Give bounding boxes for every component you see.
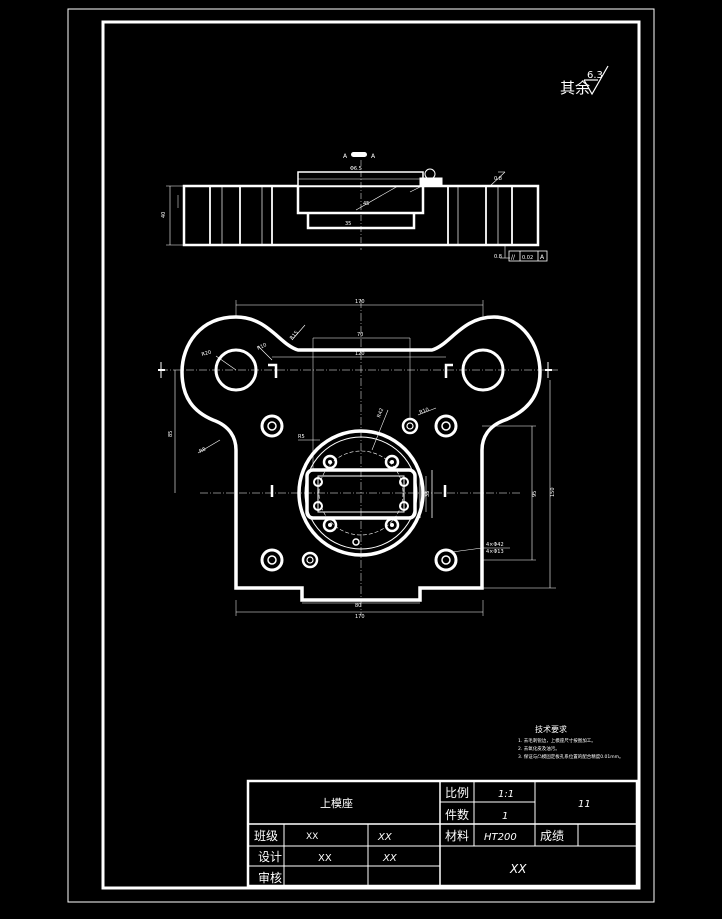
- roughness-mark: 其余 6.3: [560, 65, 609, 97]
- tech-note-1: 1. 去毛刺锐边，上模座尺寸按图加工。: [518, 737, 596, 744]
- dim-fillet: R5: [298, 434, 305, 440]
- dim-radius-top: R15: [289, 330, 300, 341]
- title-block-text: 上模座 比例 1:1 件数 1 11 班级 XX XX 材料 HT200 成绩 …: [254, 786, 591, 885]
- plan-view: [158, 300, 560, 616]
- tech-note-2: 2. 去氧化皮及油污。: [518, 745, 560, 752]
- dim-radius-boss: R10: [419, 407, 430, 416]
- side-view: [166, 160, 548, 262]
- dim-right-outer: 150: [550, 487, 556, 497]
- tolerance-datum: A: [540, 254, 545, 261]
- tolerance-symbol: //: [511, 254, 516, 261]
- class-value-2: XX: [377, 832, 393, 843]
- dim-bottom-inner: 80: [355, 603, 361, 609]
- dim-left-height: 85: [168, 431, 174, 437]
- dim-flatness-text: 0.8: [494, 254, 502, 260]
- design-label: 设计: [258, 850, 282, 864]
- dim-chamfer-text: 45: [363, 201, 369, 207]
- design-value: XX: [318, 853, 332, 864]
- material-label: 材料: [445, 829, 469, 843]
- scale-value: 1:1: [498, 789, 514, 800]
- roughness-label: 其余: [560, 79, 590, 97]
- tech-notes-title: 技术要求: [535, 724, 567, 734]
- dim-depth-text: 35: [345, 221, 351, 227]
- dim-roughness-text: 0.8: [494, 176, 502, 182]
- dim-height-text: 40: [161, 212, 167, 218]
- dim-small-radius: R8: [198, 447, 207, 455]
- grade-label: 成绩: [540, 829, 564, 843]
- section-label-left: A: [343, 153, 348, 160]
- section-label-right: A: [371, 153, 376, 160]
- outer-border: [67, 8, 655, 903]
- dim-center: 35: [425, 491, 431, 497]
- tolerance-value: 0.02: [522, 255, 533, 261]
- class-value: XX: [306, 832, 318, 842]
- design-value-2: XX: [382, 853, 398, 864]
- drawing-number: 11: [578, 799, 591, 810]
- dim-inner-top: 70: [357, 332, 363, 338]
- review-label: 审核: [258, 870, 282, 885]
- dim-right-inner: 95: [532, 491, 538, 497]
- class-label: 班级: [254, 829, 278, 843]
- roughness-value: 6.3: [587, 70, 603, 81]
- side-view-dims: Φ6.5 40 35 0.8 0.8 45 // 0.02 A: [161, 166, 545, 261]
- hole-callout-1: 4×Φ42: [486, 542, 504, 548]
- dim-mid-width: 120: [355, 351, 365, 357]
- dim-width-text: Φ6.5: [350, 166, 362, 172]
- school-name: XX: [509, 862, 527, 876]
- section-mark: A A: [343, 152, 376, 160]
- plan-view-dims: 170 70 120 170 80 85 95 150 R20 R10 R15 …: [168, 299, 556, 620]
- dim-top-width: 170: [355, 299, 365, 305]
- dim-radius-small: R10: [256, 342, 267, 352]
- material-value: HT200: [484, 832, 517, 843]
- hole-callout-2: 4×Φ13: [486, 549, 504, 555]
- tech-note-3: 3. 保证与凸模固定板孔系位置的配合精度0.01mm。: [518, 753, 624, 760]
- tech-notes: 技术要求 1. 去毛刺锐边，上模座尺寸按图加工。 2. 去氧化皮及油污。 3. …: [518, 724, 624, 760]
- count-value: 1: [502, 811, 508, 822]
- dim-radius-center: R42: [376, 407, 385, 418]
- count-label: 件数: [445, 807, 469, 822]
- scale-label: 比例: [445, 786, 469, 800]
- title-block: [246, 779, 639, 888]
- part-name: 上模座: [320, 796, 353, 810]
- dim-radius-left: R20: [201, 350, 212, 358]
- dim-bottom-width: 170: [355, 614, 365, 620]
- inner-border: [101, 20, 641, 890]
